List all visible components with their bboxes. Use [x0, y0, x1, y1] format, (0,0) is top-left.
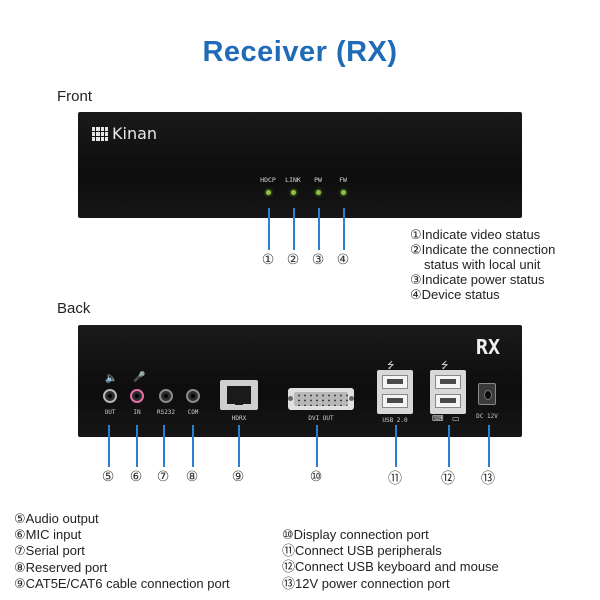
callout-number-10: ⑩	[309, 468, 323, 484]
callout-number-2: ②	[286, 251, 300, 267]
front-description: ①Indicate video status ②Indicate the con…	[410, 227, 555, 302]
port-label-in: IN	[133, 409, 141, 416]
callout-number-6: ⑥	[129, 468, 143, 484]
led-fw	[341, 190, 346, 195]
kinan-logo: Kinan	[92, 124, 157, 143]
port-label-rs232: RS232	[156, 409, 176, 416]
usb-port-4[interactable]	[435, 394, 461, 408]
keyboard-icon: ⌨	[432, 414, 444, 423]
usb-port-3[interactable]	[435, 375, 461, 389]
usb-icon: ⭍	[387, 360, 395, 370]
callout-line-8	[192, 425, 194, 467]
port-label-out: OUT	[104, 409, 116, 416]
desc-line: ②Indicate the connection	[410, 242, 556, 257]
desc-line: ⑥MIC input	[14, 527, 82, 543]
logo-grid-icon	[92, 126, 108, 141]
callout-number-4: ④	[336, 251, 350, 267]
com-port[interactable]	[186, 389, 200, 403]
callout-line-7	[163, 425, 165, 467]
callout-line-2	[293, 208, 295, 250]
callout-line-11	[395, 425, 397, 467]
receiver-back-panel: RX 🔈 OUT 🎤 IN RS232 COM HDRX DVI OUT ⭍ U…	[78, 325, 522, 437]
port-label-com: COM	[187, 409, 199, 416]
desc-line: ⑬12V power connection port	[282, 575, 450, 591]
desc-line: ③Indicate power status	[410, 272, 545, 287]
rx-mark: RX	[475, 335, 500, 359]
callout-number-1: ①	[261, 251, 275, 267]
port-label-dvi: DVI OUT	[308, 415, 334, 422]
led-label-fw: FW	[339, 176, 347, 184]
desc-line: ⑦Serial port	[14, 543, 85, 559]
callout-line-9	[238, 425, 240, 467]
desc-line: ⑩Display connection port	[282, 527, 429, 542]
port-label-hdrx: HDRX	[231, 415, 247, 422]
led-label-hdcp: HDCP	[260, 176, 276, 184]
callout-number-5: ⑤	[101, 468, 115, 484]
led-label-link: LINK	[285, 176, 301, 184]
callout-number-7: ⑦	[156, 468, 170, 484]
callout-number-3: ③	[311, 251, 325, 267]
callout-line-1	[268, 208, 270, 250]
callout-line-10	[316, 425, 318, 467]
desc-line: ⑨CAT5E/CAT6 cable connection port	[14, 575, 230, 591]
back-label: Back	[57, 300, 91, 317]
usb-port-2[interactable]	[382, 394, 408, 408]
desc-line: status with local unit	[424, 257, 541, 272]
callout-number-9: ⑨	[231, 468, 245, 484]
port-label-usb20: USB 2.0	[382, 417, 408, 424]
mouse-icon: ▭	[452, 414, 460, 423]
speaker-icon: 🔈	[105, 373, 118, 384]
desc-line: ①Indicate video status	[410, 227, 541, 242]
back-description-right: ⑩Display connection port ⑪Connect USB pe…	[282, 527, 499, 592]
callout-line-5	[108, 425, 110, 467]
front-label: Front	[57, 88, 93, 105]
desc-line: ⑪Connect USB peripherals	[282, 543, 442, 559]
receiver-front-panel: Kinan HDCP LINK PW FW	[78, 112, 522, 218]
page-title: Receiver (RX)	[202, 36, 398, 68]
callout-line-3	[318, 208, 320, 250]
led-pw	[316, 190, 321, 195]
dvi-out-port[interactable]	[288, 388, 354, 410]
hdrx-rj45-port[interactable]	[220, 380, 258, 410]
microphone-icon: 🎤	[133, 372, 146, 383]
callout-number-12: ⑫	[441, 470, 455, 486]
desc-line: ⑫Connect USB keyboard and mouse	[282, 559, 499, 575]
desc-line: ④Device status	[410, 287, 500, 302]
back-description-left: ⑤Audio output ⑥MIC input ⑦Serial port ⑧R…	[14, 511, 230, 592]
callout-number-11: ⑪	[388, 470, 402, 486]
led-link	[291, 190, 296, 195]
led-label-pw: PW	[314, 176, 322, 184]
rs232-port[interactable]	[159, 389, 173, 403]
usb-peripheral-ports	[377, 370, 413, 414]
usb-kvm-ports	[430, 370, 466, 414]
mic-in-jack[interactable]	[130, 389, 144, 403]
desc-line: ⑤Audio output	[14, 511, 99, 526]
callout-line-12	[448, 425, 450, 467]
dc-power-jack[interactable]	[478, 383, 496, 405]
usb-icon: ⭍	[441, 360, 449, 370]
brand-name: Kinan	[112, 124, 158, 143]
audio-out-jack[interactable]	[103, 389, 117, 403]
callout-line-6	[136, 425, 138, 467]
usb-port-1[interactable]	[382, 375, 408, 389]
callout-number-13: ⑬	[481, 470, 495, 486]
desc-line: ⑧Reserved port	[14, 559, 108, 575]
port-label-dc: DC 12V	[476, 413, 498, 420]
callout-line-4	[343, 208, 345, 250]
callout-line-13	[488, 425, 490, 467]
led-hdcp	[266, 190, 271, 195]
callout-number-8: ⑧	[185, 468, 199, 484]
